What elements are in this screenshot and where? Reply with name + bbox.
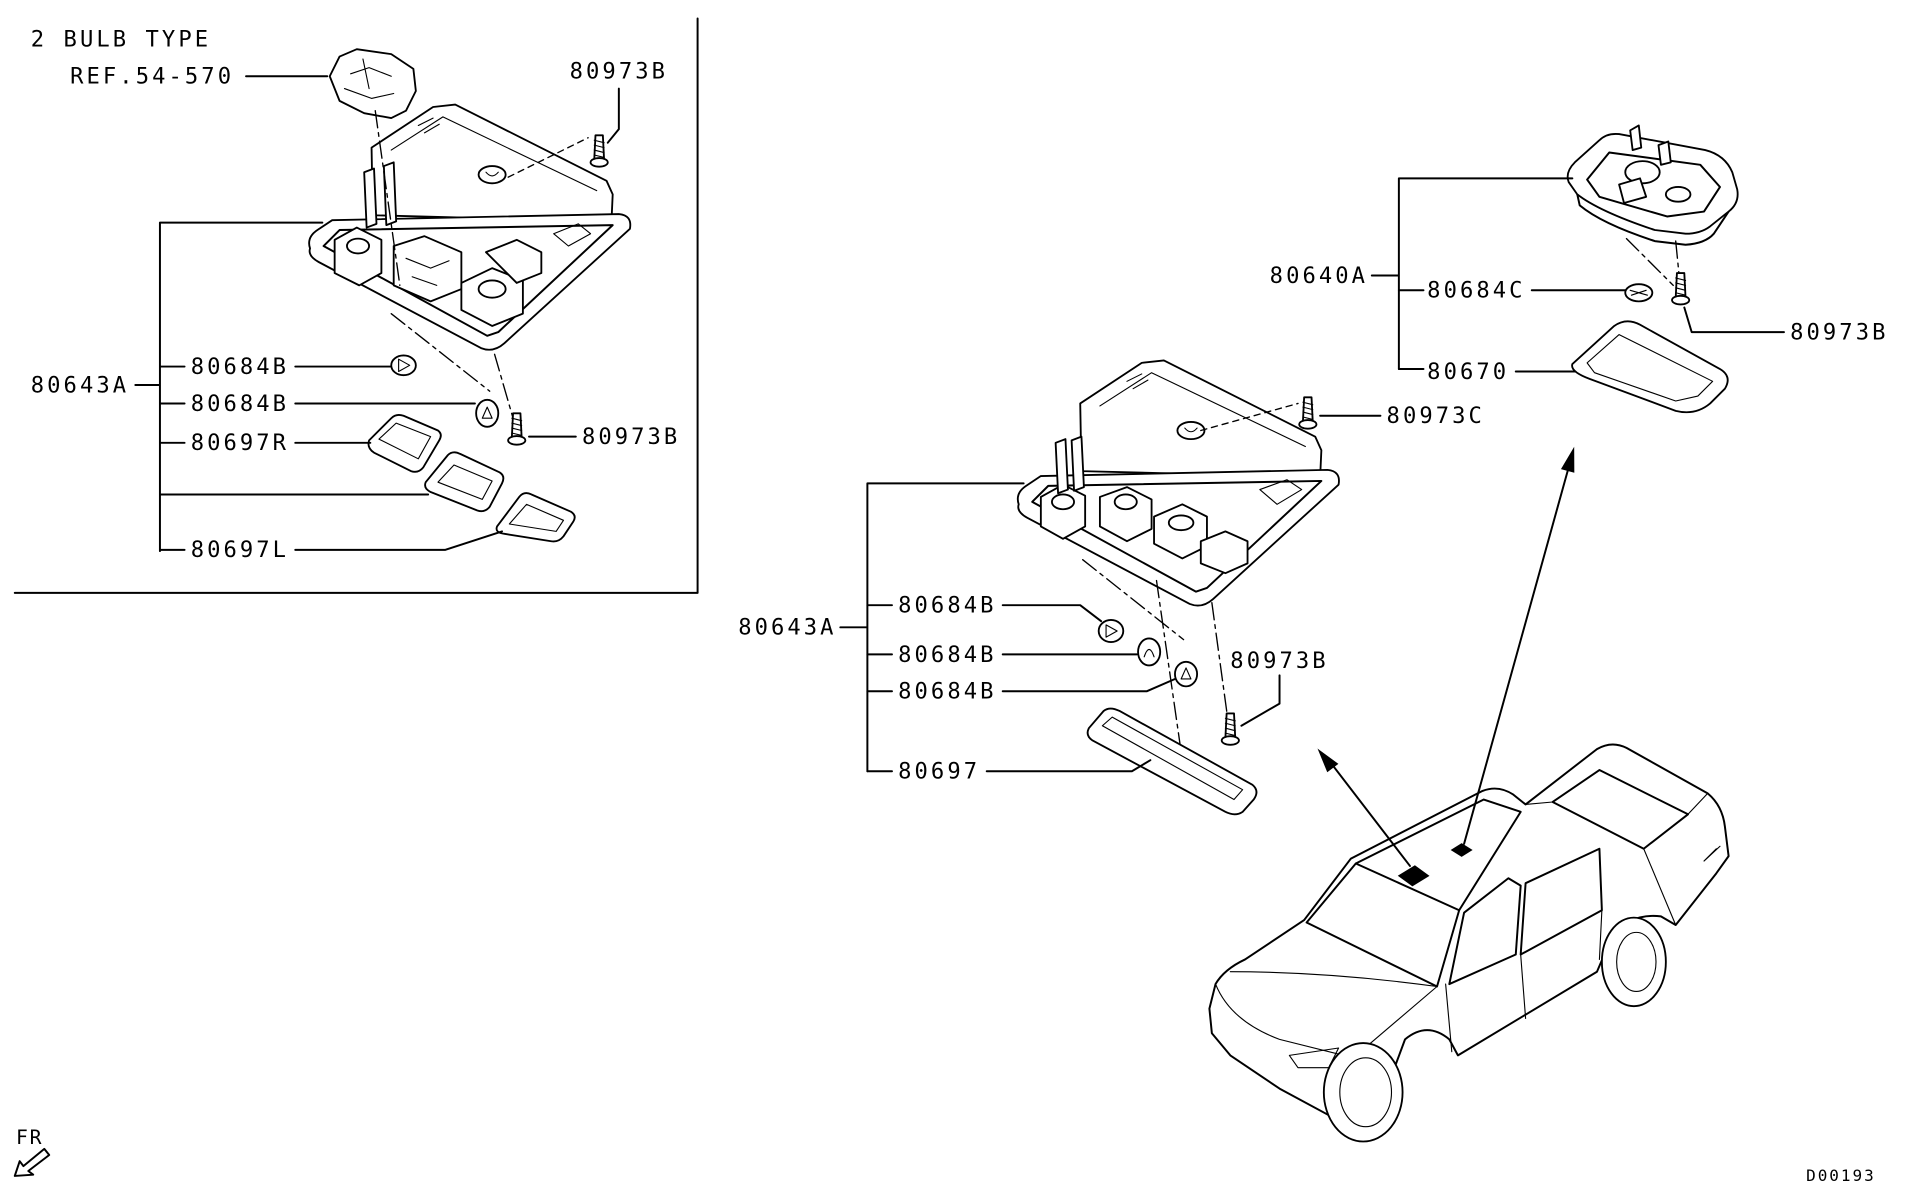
roof-marker-front-lamp <box>1397 865 1430 887</box>
truck-rear-wheel <box>1600 916 1667 1008</box>
right-assembly-label[interactable]: 80640A <box>1270 263 1368 289</box>
cover-screw-boss <box>477 165 507 185</box>
inset-bulb-1 <box>390 354 417 377</box>
truck-bed <box>1551 769 1689 850</box>
truck-windshield <box>1305 862 1461 988</box>
center-bulb-2 <box>1137 637 1162 667</box>
diagram-id: D00193 <box>1806 1166 1876 1185</box>
right-screw <box>1671 272 1691 306</box>
lamp-cover <box>370 103 614 223</box>
center-bulb-3-label[interactable]: 80684B <box>898 679 996 705</box>
ref-part-switch <box>328 48 417 120</box>
room-lamp-housing-2-bulb <box>308 103 632 351</box>
truck-front-wheel <box>1322 1042 1404 1143</box>
pickup-truck-location-view <box>1208 743 1730 1143</box>
inset-top-screw-label[interactable]: 80973B <box>570 59 668 85</box>
front-direction-label: FR <box>16 1126 43 1149</box>
two-bulb-type-inset: 2 BULB TYPE REF.54-570 <box>13 17 699 594</box>
room-lamp-housing-3-bulb <box>1016 359 1340 607</box>
inset-bulb-2 <box>475 398 500 428</box>
truck-front-side-window <box>1448 877 1522 986</box>
center-screw-label[interactable]: 80973B <box>1230 648 1328 674</box>
ref-label[interactable]: REF.54-570 <box>70 64 234 90</box>
arrow-to-front-lamp <box>1317 748 1411 867</box>
inset-screw-label[interactable]: 80973B <box>582 424 680 450</box>
truck-rear-side-window <box>1519 847 1603 956</box>
room-lamp-assembly-right: 80640A 80684C 80670 80973B <box>1270 124 1888 414</box>
truck-body-outline <box>1208 743 1730 1127</box>
right-lens-label[interactable]: 80670 <box>1427 359 1509 385</box>
arrow-to-rear-lamp <box>1463 446 1575 845</box>
center-lens-label[interactable]: 80697 <box>898 759 980 785</box>
inset-lens-r <box>367 414 442 473</box>
inset-assembly-label[interactable]: 80643A <box>31 372 129 398</box>
center-top-screw <box>1298 396 1318 430</box>
front-arrow-icon <box>13 1147 51 1177</box>
inset-bulb-2-label[interactable]: 80684B <box>191 391 289 417</box>
inset-top-screw <box>589 134 609 168</box>
room-lamp-assembly-center: 80973C 80643A 80684B 80684B 80684B 8069 <box>738 359 1485 816</box>
inset-border <box>13 17 699 594</box>
center-assembly-label[interactable]: 80643A <box>738 615 836 641</box>
inset-lens-r-label[interactable]: 80697R <box>191 430 289 456</box>
center-top-screw-label[interactable]: 80973C <box>1387 403 1485 429</box>
front-direction-indicator: FR <box>13 1126 51 1177</box>
inset-lens-center <box>424 451 505 513</box>
inset-lens-l-label[interactable]: 80697L <box>191 537 289 563</box>
inset-bulb-1-label[interactable]: 80684B <box>191 354 289 380</box>
center-bulb-3 <box>1174 660 1199 688</box>
roof-marker-rear-lamp <box>1450 843 1473 857</box>
right-bulb <box>1624 283 1654 303</box>
room-lamp-housing-rear <box>1566 124 1739 246</box>
truck-roof <box>1354 798 1522 912</box>
center-bulb-1 <box>1097 619 1125 644</box>
right-bulb-label[interactable]: 80684C <box>1427 278 1525 304</box>
inset-title: 2 BULB TYPE <box>31 27 211 53</box>
center-bulb-1-label[interactable]: 80684B <box>898 593 996 619</box>
right-screw-label[interactable]: 80973B <box>1790 319 1888 345</box>
center-screw <box>1220 712 1240 746</box>
inset-lens-l <box>495 492 576 543</box>
center-bulb-2-label[interactable]: 80684B <box>898 642 996 668</box>
inset-screw <box>507 412 527 446</box>
right-lens <box>1571 320 1729 414</box>
center-lens <box>1086 707 1258 816</box>
